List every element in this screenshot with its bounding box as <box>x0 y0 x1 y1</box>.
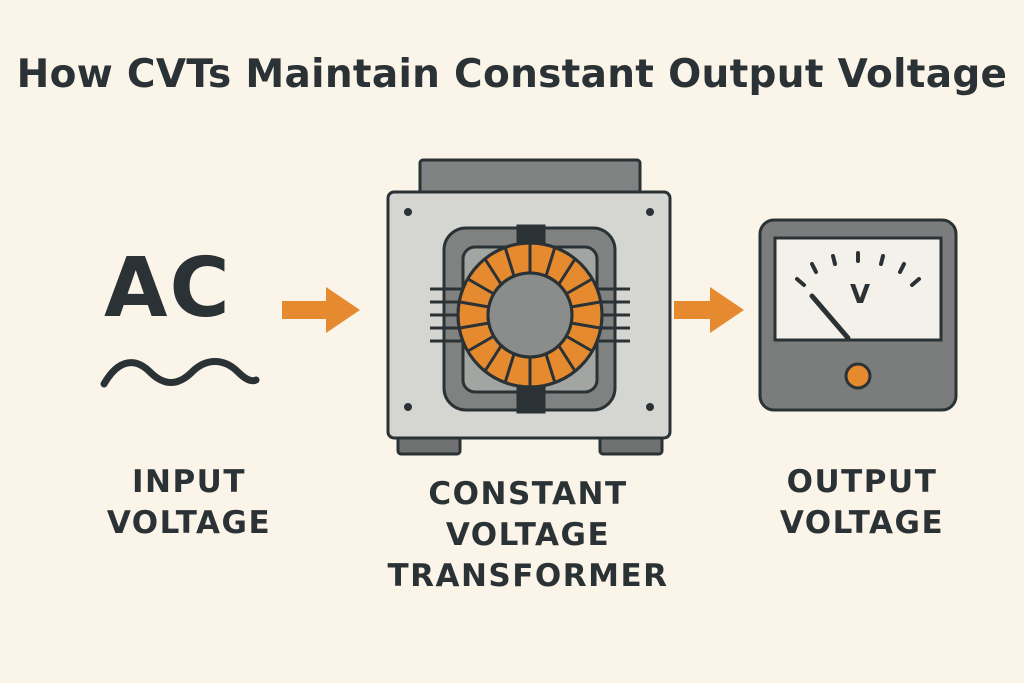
transformer-icon <box>386 158 672 456</box>
toroidal-coil-icon <box>456 241 604 389</box>
sine-wave-icon <box>100 358 260 388</box>
input-label-line-2: VOLTAGE <box>106 505 272 541</box>
input-label-line-1: INPUT <box>131 464 247 500</box>
output-voltage-label: OUTPUT VOLTAGE <box>752 462 972 544</box>
transformer-label: CONSTANT VOLTAGE TRANSFORMER <box>378 474 678 597</box>
output-label-line-2: VOLTAGE <box>779 505 945 541</box>
output-label-line-1: OUTPUT <box>786 464 938 500</box>
ac-symbol: AC <box>104 241 232 336</box>
voltmeter-icon <box>758 218 958 412</box>
transformer-label-line-1: CONSTANT <box>428 476 628 512</box>
meter-unit-label: V <box>849 280 871 310</box>
transformer-label-line-3: TRANSFORMER <box>387 558 669 594</box>
input-voltage-label: INPUT VOLTAGE <box>84 462 294 544</box>
transformer-label-line-2: VOLTAGE <box>445 517 611 553</box>
arrow-right-icon <box>674 287 744 333</box>
meter-needle-icon <box>809 293 851 341</box>
arrow-right-icon <box>282 287 360 333</box>
page-title: How CVTs Maintain Constant Output Voltag… <box>16 52 1008 97</box>
meter-knob-icon <box>844 362 872 390</box>
